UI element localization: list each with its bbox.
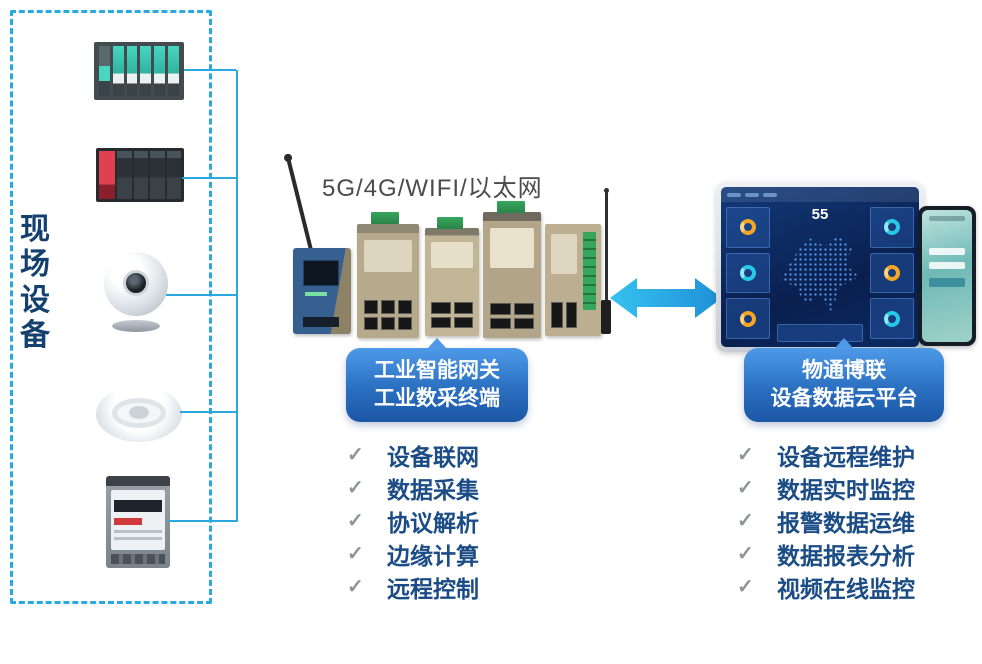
feature-label: 远程控制 — [387, 575, 479, 602]
connector-meter-line — [168, 520, 236, 522]
dashboard-screen: 55 — [721, 187, 919, 347]
feature-item: ✓ 数据报表分析 — [737, 537, 915, 570]
sync-arrow-icon — [610, 278, 722, 318]
gateway-device-1 — [357, 212, 419, 338]
check-icon: ✓ — [347, 510, 364, 532]
gateway-feature-list: ✓ 设备联网 ✓ 数据采集 ✓ 协议解析 ✓ 边缘计算 ✓ 远程控制 — [347, 438, 479, 603]
gateway-badge-line2: 工业数采终端 — [374, 387, 500, 410]
phone-screen — [922, 210, 972, 342]
feature-label: 视频在线监控 — [777, 575, 915, 602]
dashboard-stat-value: 55 — [811, 206, 829, 223]
feature-label: 数据报表分析 — [777, 542, 915, 569]
gateway-device-4 — [545, 224, 601, 336]
gateway-badge: 工业智能网关 工业数采终端 — [346, 338, 528, 422]
check-icon: ✓ — [347, 477, 364, 499]
cloud-badge: 物通博联 设备数据云平台 — [744, 338, 944, 422]
cloud-badge-line1: 物通博联 — [802, 358, 886, 382]
plc-rack-a-icon — [94, 42, 184, 100]
connector-plc-b-line — [182, 177, 236, 179]
gauge-icon — [884, 219, 900, 236]
feature-label: 报警数据运维 — [777, 509, 915, 536]
feature-label: 设备联网 — [387, 443, 479, 470]
gateway-device-2 — [425, 217, 479, 336]
dashboard-left-panels — [726, 207, 770, 340]
feature-label: 数据实时监控 — [777, 476, 915, 503]
check-icon: ✓ — [737, 543, 754, 565]
check-icon: ✓ — [737, 576, 754, 598]
connectivity-label: 5G/4G/WIFI/以太网 — [322, 175, 543, 202]
gateway-device-blue — [293, 248, 351, 334]
antenna-left-icon — [286, 158, 313, 251]
plc-rack-b-icon — [96, 148, 184, 202]
field-devices-panel — [10, 10, 212, 604]
phone-login-button — [929, 278, 965, 287]
gateway-badge-line1: 工业智能网关 — [374, 358, 500, 382]
gauge-icon — [740, 219, 756, 236]
dashboard-bottom-panel — [777, 324, 863, 342]
connector-camera-line — [166, 294, 236, 296]
connector-smoke-line — [180, 411, 236, 413]
gauge-icon — [740, 265, 756, 281]
gauge-icon — [884, 265, 900, 281]
check-icon: ✓ — [347, 543, 364, 565]
energy-meter-icon — [106, 476, 170, 568]
connector-plc-a-line — [184, 69, 236, 71]
gauge-icon — [884, 310, 900, 327]
gauge-icon — [740, 310, 756, 327]
check-icon: ✓ — [737, 510, 754, 532]
china-map-icon — [780, 234, 860, 312]
feature-item: ✓ 数据实时监控 — [737, 471, 915, 504]
feature-label: 设备远程维护 — [777, 443, 915, 470]
gateway-cluster — [265, 158, 625, 350]
feature-label: 协议解析 — [387, 509, 479, 536]
gateway-device-3 — [483, 201, 541, 338]
antenna-right-base — [601, 300, 611, 334]
feature-item: ✓ 远程控制 — [347, 570, 479, 603]
monitor-frame: 55 — [716, 182, 924, 352]
check-icon: ✓ — [347, 444, 364, 466]
feature-item: ✓ 边缘计算 — [347, 537, 479, 570]
feature-item: ✓ 设备联网 — [347, 438, 479, 471]
feature-label: 边缘计算 — [387, 542, 479, 569]
check-icon: ✓ — [737, 444, 754, 466]
dashboard-topbar — [721, 187, 919, 202]
connector-vertical-line — [236, 70, 238, 522]
check-icon: ✓ — [737, 477, 754, 499]
phone-frame — [918, 206, 976, 346]
feature-label: 数据采集 — [387, 476, 479, 503]
feature-item: ✓ 报警数据运维 — [737, 504, 915, 537]
feature-item: ✓ 数据采集 — [347, 471, 479, 504]
antenna-right-icon — [604, 188, 609, 304]
check-icon: ✓ — [347, 576, 364, 598]
cloud-badge-line2: 设备数据云平台 — [770, 387, 918, 410]
feature-item: ✓ 设备远程维护 — [737, 438, 915, 471]
field-devices-title: 现场设备 — [20, 213, 50, 353]
feature-item: ✓ 协议解析 — [347, 504, 479, 537]
ip-camera-icon — [104, 252, 168, 332]
smoke-detector-icon — [96, 386, 182, 442]
dashboard-right-panels — [870, 207, 914, 340]
feature-item: ✓ 视频在线监控 — [737, 570, 915, 603]
cloud-feature-list: ✓ 设备远程维护 ✓ 数据实时监控 ✓ 报警数据运维 ✓ 数据报表分析 ✓ 视频… — [737, 438, 915, 603]
